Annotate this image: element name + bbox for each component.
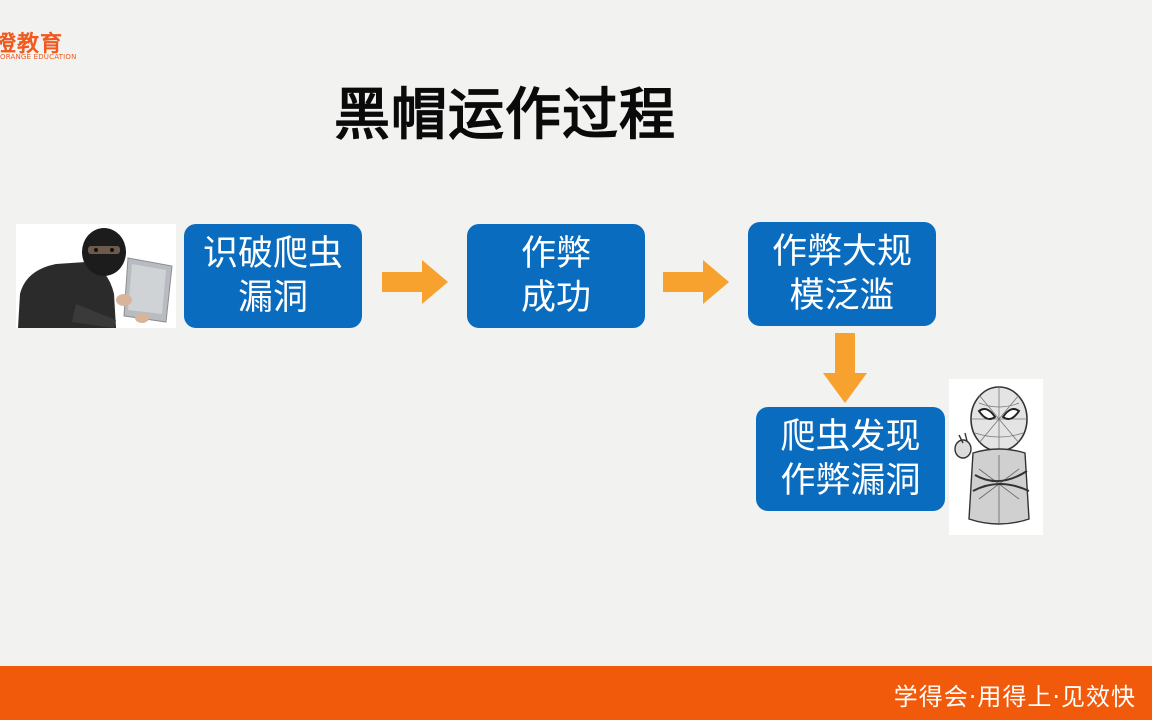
brand-logo: 橙教育 ORANGE EDUCATION xyxy=(0,26,90,66)
footer-bar: 学得会·用得上·见效快 xyxy=(0,666,1152,720)
flow-step-1-line1: 识破爬虫 xyxy=(202,234,343,274)
flow-step-crack-crawler-flaw: 识破爬虫 漏洞 xyxy=(184,224,362,328)
arrow-down-icon xyxy=(823,333,867,403)
flow-step-cheat-widespread: 作弊大规 模泛滥 xyxy=(748,222,936,326)
flow-step-cheat-success: 作弊 成功 xyxy=(467,224,645,328)
spider-image xyxy=(949,379,1043,535)
logo-text: 橙教育 xyxy=(0,32,64,57)
flow-step-4-line2: 作弊漏洞 xyxy=(780,461,921,501)
arrow-right-icon xyxy=(382,260,448,304)
footer-slogan: 学得会·用得上·见效快 xyxy=(893,683,1136,711)
arrow-right-icon xyxy=(663,260,729,304)
flow-step-4-line1: 爬虫发现 xyxy=(780,417,921,457)
flow-step-3-line2: 模泛滥 xyxy=(789,276,895,316)
page-title: 黑帽运作过程 xyxy=(334,83,676,148)
logo-subtitle: ORANGE EDUCATION xyxy=(0,53,77,61)
flow-step-2-line2: 成功 xyxy=(520,278,591,318)
flow-step-crawler-finds-flaw: 爬虫发现 作弊漏洞 xyxy=(756,407,945,511)
flow-step-1-line2: 漏洞 xyxy=(237,278,308,318)
flow-step-3-line1: 作弊大规 xyxy=(771,232,912,272)
hacker-icon xyxy=(16,224,176,328)
hacker-image xyxy=(16,224,176,328)
flow-step-2-line1: 作弊 xyxy=(520,234,591,274)
spider-sketch-icon xyxy=(949,379,1043,535)
